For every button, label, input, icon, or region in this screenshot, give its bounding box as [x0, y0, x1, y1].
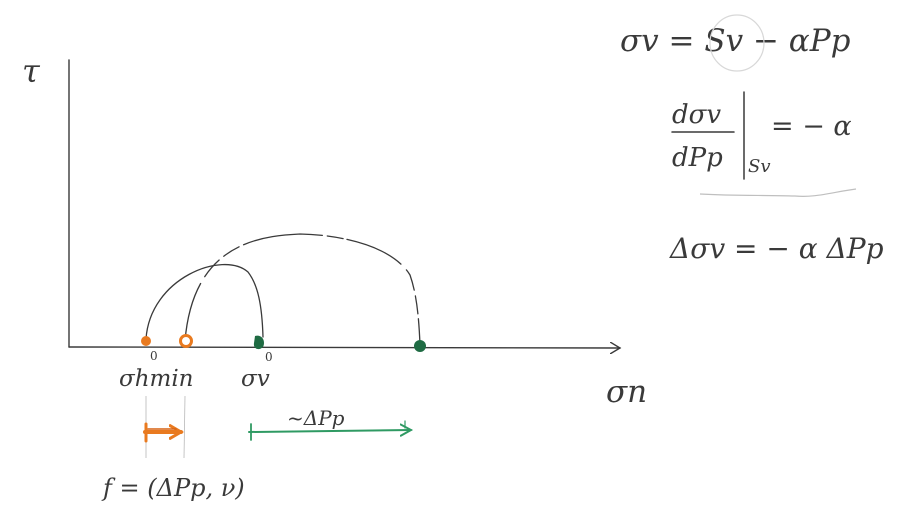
equation-derivative-rhs: = − α: [771, 111, 852, 142]
y-axis-label: τ: [22, 52, 41, 90]
orange-point-sigma-hmin: [141, 336, 151, 346]
sv-highlight-circle: [709, 14, 765, 72]
orange-point-shifted: [179, 334, 193, 348]
equation-derivative-denominator: dPp: [672, 143, 723, 173]
green-point-sigma-v: [253, 335, 265, 350]
green-shift-arrow: [248, 430, 411, 432]
large-mohr-circle: [184, 233, 421, 346]
x-axis: [68, 347, 620, 348]
equation-delta-sigma-v: Δσv = − α ΔPp: [669, 232, 884, 265]
small-mohr-circle: [145, 263, 264, 340]
sigma-v-label: σv: [241, 366, 270, 392]
sigma-v-superscript: 0: [265, 350, 273, 364]
equation-separator: [699, 188, 857, 197]
equation-derivative-subscript: Sv: [748, 156, 771, 177]
equation-derivative-numerator: dσv: [672, 100, 721, 130]
sigma-hmin-superscript: 0: [150, 349, 158, 363]
guide-line-right: [183, 395, 186, 459]
x-axis-label: σn: [606, 374, 647, 410]
green-arrow-label: ~ΔPp: [287, 406, 345, 430]
green-point-shifted: [414, 340, 426, 352]
orange-arrow-caption: f = (ΔPp, ν): [101, 474, 245, 502]
sigma-hmin-label: σhmin: [119, 366, 194, 392]
equation-sigma-v: σv = Sv − αPp: [620, 23, 851, 59]
